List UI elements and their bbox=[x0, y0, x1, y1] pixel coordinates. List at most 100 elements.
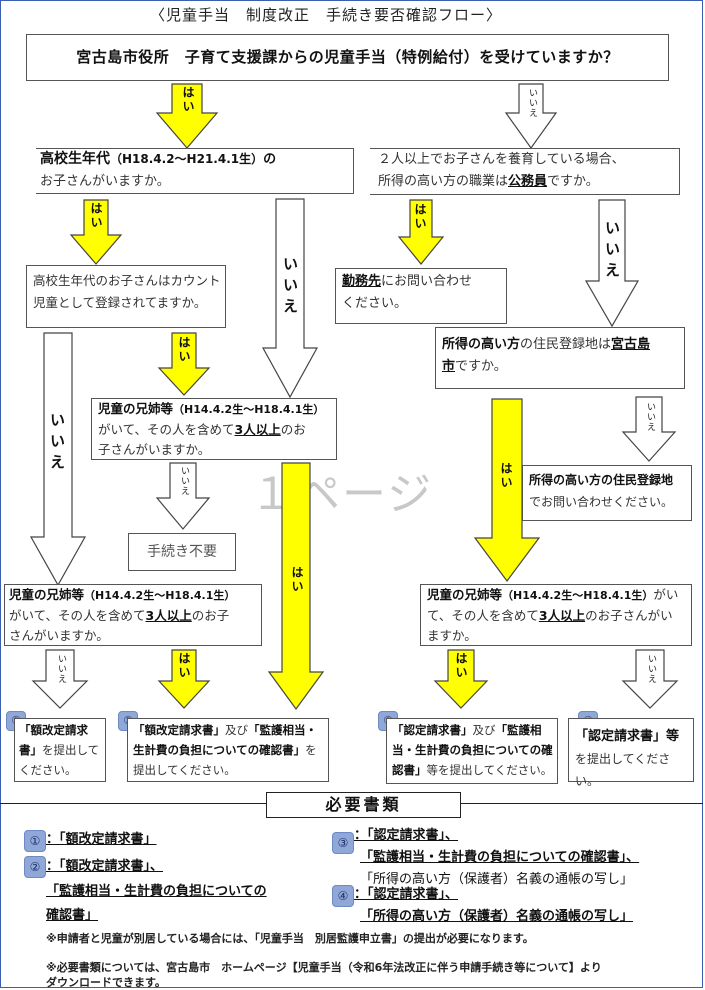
req-2a: ：「額改定請求書」、 bbox=[46, 859, 164, 874]
answer-address-other: 所得の高い方の住民登録地 でお問い合わせください。 bbox=[522, 465, 692, 521]
a-addr-bold: 所得の高い方の住民登録地 bbox=[529, 473, 674, 487]
no-arrow-1 bbox=[504, 83, 558, 150]
no-label-mid: いいえ bbox=[179, 466, 189, 496]
q-sib-right-bold: 児童の兄姉等 bbox=[427, 587, 503, 602]
question-sibling-mid: 児童の兄姉等（H14.4.2生～H18.4.1生） がいて、その人を含めて3人以… bbox=[91, 398, 337, 460]
q-hs-line2: お子さんがいますか。 bbox=[40, 174, 170, 189]
q-sib-mid-range: （H14.4.2生～H18.4.1生） bbox=[173, 403, 325, 416]
question-top: 宮古島市役所 子育て支援課からの児童手当（特例給付）を受けていますか？ bbox=[26, 34, 669, 81]
q-addr-bold2: 宮古島 bbox=[611, 337, 651, 352]
req-badge-3: ③ bbox=[332, 832, 354, 854]
no-procedure-text: 手続き不要 bbox=[147, 544, 217, 560]
r4-line2: を提出してください。 bbox=[575, 752, 671, 788]
req-2c: 確認書」 bbox=[46, 908, 99, 923]
yes-label-2: はい bbox=[89, 202, 103, 230]
no-arrow-right-bottom bbox=[621, 649, 679, 709]
q-count-line1: 高校生年代のお子さんはカウント bbox=[33, 273, 221, 288]
q-sib-mid-l2b: 3人以上 bbox=[234, 422, 281, 437]
req-4a: ：「認定請求書」、 bbox=[354, 887, 459, 902]
note-2b: ダウンロードできます。 bbox=[46, 976, 166, 989]
section-title: 必要書類 bbox=[325, 795, 402, 814]
q-hs-bold: 高校生年代 bbox=[40, 151, 110, 167]
yes-label-1: はい bbox=[181, 86, 195, 114]
req-4b: 「所得の高い方（保護者）名義の通帳の写し」 bbox=[360, 909, 634, 924]
a-work-line2: ください。 bbox=[342, 296, 408, 311]
question-two-parents: ２人以上でお子さんを養育している場合、 所得の高い方の職業は公務員ですか。 bbox=[370, 148, 680, 195]
q-sib-mid-l2a: がいて、その人を含めて bbox=[98, 422, 235, 437]
q-addr-line2a: 市 bbox=[442, 359, 456, 374]
page-watermark: １ページ bbox=[250, 469, 434, 520]
q-sib-right-l2b: 3人以上 bbox=[538, 608, 586, 623]
yes-label-right-bottom: はい bbox=[454, 652, 468, 680]
q-two-line2a: 所得の高い方の職業は bbox=[378, 174, 509, 189]
note-2a: ※必要書類については、宮古島市 ホームページ【児童手当（令和6年法改正に伴う申請… bbox=[46, 961, 602, 974]
q-sib-mid-l3: 子さんがいますか。 bbox=[98, 442, 211, 457]
r3-line1b: 及び bbox=[472, 723, 496, 737]
r4-line1a: 「認定請求書」 bbox=[575, 729, 667, 744]
no-procedure-box: 手続き不要 bbox=[128, 533, 236, 571]
a-addr-line2: でお問い合わせください。 bbox=[529, 495, 674, 509]
result-1: 「額改定請求 書」を提出して ください。 bbox=[14, 718, 106, 782]
req-badge-4: ④ bbox=[332, 885, 354, 907]
result-2: 「額改定請求書」及び「監護相当・ 生計費の負担についての確認書」を 提出してくだ… bbox=[127, 718, 329, 782]
no-label-public: いいえ bbox=[603, 220, 621, 283]
no-arrow-left-bottom bbox=[31, 649, 89, 709]
q-count-line2: 児童として登録されてますか。 bbox=[33, 295, 207, 310]
r1-line2b: を提出して bbox=[42, 743, 100, 757]
no-arrow-3 bbox=[29, 332, 87, 587]
no-label-3: いいえ bbox=[48, 412, 66, 475]
section-title-box: 必要書類 bbox=[266, 792, 461, 818]
r3-line1c: 「監護相 bbox=[495, 723, 542, 737]
q-sib-left-l2c: のお子 bbox=[191, 608, 230, 623]
r2-line2a: 生計費の負担についての確認書」 bbox=[133, 743, 306, 757]
yes-label-public: はい bbox=[413, 203, 427, 231]
r4-line1b: 等 bbox=[666, 729, 680, 744]
r2-line2b: を bbox=[305, 743, 317, 757]
q-sib-left-l2a: がいて、その人を含めて bbox=[9, 608, 146, 623]
no-arrow-public bbox=[584, 199, 640, 328]
yes-arrow-1 bbox=[155, 83, 219, 149]
q-sib-right-tail: がい bbox=[653, 587, 679, 602]
a-work-rest: にお問い合わせ bbox=[381, 274, 473, 289]
yes-arrow-right-bottom bbox=[433, 649, 489, 709]
q-hs-no: の bbox=[263, 152, 277, 167]
a-work-bold: 勤務先 bbox=[342, 274, 382, 289]
result-4: 「認定請求書」等 を提出してください。 bbox=[568, 718, 694, 788]
page-title: 〈児童手当 制度改正 手続き要否確認フロー〉 bbox=[150, 6, 503, 24]
question-sibling-left: 児童の兄姉等（H14.4.2生～H18.4.1生） がいて、その人を含めて3人以… bbox=[4, 584, 262, 646]
no-arrow-address bbox=[621, 396, 677, 462]
question-count: 高校生年代のお子さんはカウント 児童として登録されてますか。 bbox=[26, 265, 226, 328]
q-two-line2c: ですか。 bbox=[547, 174, 599, 189]
q-two-line1: ２人以上でお子さんを養育している場合、 bbox=[378, 152, 625, 167]
req-2b: 「監護相当・生計費の負担についての bbox=[46, 884, 267, 899]
no-arrow-2 bbox=[261, 198, 319, 399]
yes-arrow-address bbox=[473, 398, 541, 583]
r3-line3a: 認書」 bbox=[392, 763, 427, 777]
r1-line1: 「額改定請求 bbox=[19, 723, 88, 737]
q-two-line2b: 公務員 bbox=[508, 174, 548, 189]
no-label-2: いいえ bbox=[281, 256, 299, 319]
question-sibling-right: 児童の兄姉等（H14.4.2生～H18.4.1生）がい て、その人を含めて3人以… bbox=[420, 584, 692, 646]
q-sib-right-range: （H14.4.2生～H18.4.1生） bbox=[502, 589, 654, 602]
r3-line3b: 等を提出してください。 bbox=[426, 763, 553, 777]
yes-arrow-public bbox=[397, 199, 445, 265]
no-label-right-bottom: いいえ bbox=[646, 654, 656, 684]
req-3a: ：「認定請求書」、 bbox=[354, 828, 459, 843]
r2-line1c: 「監護相当・ bbox=[248, 723, 317, 737]
q-hs-range: （H18.4.2～H21.4.1生） bbox=[110, 152, 264, 166]
q-sib-right-l2c: のお子さんがい bbox=[585, 608, 673, 623]
yes-arrow-3 bbox=[157, 332, 211, 396]
q-sib-left-l3: さんがいますか。 bbox=[9, 628, 109, 643]
r2-line3: 提出してください。 bbox=[133, 763, 236, 777]
no-arrow-mid bbox=[155, 462, 211, 530]
question-address: 所得の高い方の住民登録地は宮古島 市ですか。 bbox=[435, 327, 685, 389]
yes-label-mid-tall: はい bbox=[290, 566, 304, 594]
q-addr-bold1: 所得の高い方 bbox=[442, 337, 521, 352]
q-sib-right-l2a: て、その人を含めて bbox=[427, 608, 539, 623]
yes-label-3: はい bbox=[177, 336, 191, 364]
yes-label-left-bottom: はい bbox=[177, 652, 191, 680]
no-label-1: いいえ bbox=[527, 88, 537, 118]
q-sib-left-bold: 児童の兄姉等 bbox=[9, 587, 85, 602]
q-addr-line2b: ですか。 bbox=[455, 359, 507, 374]
